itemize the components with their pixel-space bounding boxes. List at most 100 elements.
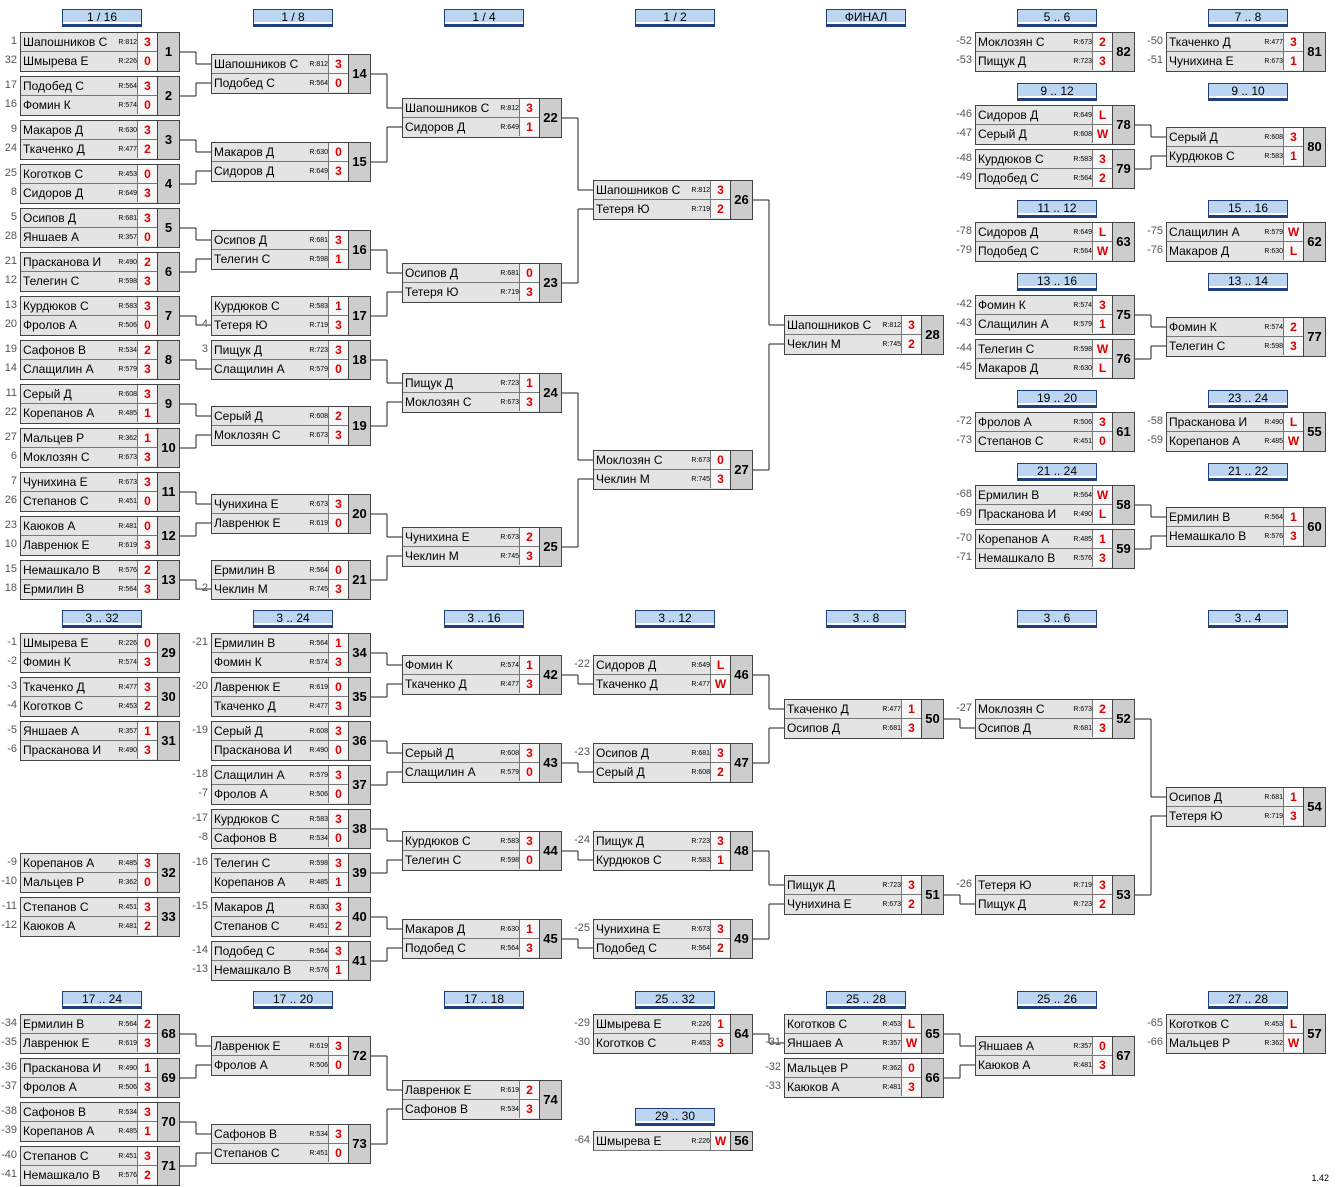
player-row[interactable]: Корепанов АR:4853 (21, 854, 157, 873)
player-row[interactable]: Яншаев АR:3571 (21, 722, 157, 741)
player-row[interactable]: Сафонов ВR:5343 (212, 1125, 348, 1144)
player-row[interactable]: Праскaнова ИR:4901 (21, 1059, 157, 1078)
player-row[interactable]: Телегин СR:5981 (212, 250, 348, 269)
player-row[interactable]: Моклозян СR:6732 (976, 700, 1112, 719)
player-row[interactable]: Лавренюк ЕR:6190 (212, 514, 348, 533)
player-row[interactable]: Серый ДR:6083 (1167, 128, 1303, 147)
match-60[interactable]: Ермилин ВR:5641Немашкало ВR:576360 (1166, 507, 1326, 547)
player-row[interactable]: Пищук ДR:7233 (594, 832, 730, 851)
player-row[interactable]: Шапошников СR:8123 (403, 99, 539, 118)
player-row[interactable]: Слащилин АR:5793 (212, 766, 348, 785)
player-row[interactable]: Ткаченко ДR:4771 (785, 700, 921, 719)
player-row[interactable]: Сидоров ДR:6493 (21, 184, 157, 203)
player-row[interactable]: Немашкало ВR:5762 (21, 561, 157, 580)
match-81[interactable]: Ткаченко ДR:4773Чунихина ЕR:673181 (1166, 32, 1326, 72)
player-row[interactable]: Чеклин МR:7453 (594, 470, 730, 489)
player-row[interactable]: Каюков АR:4813 (976, 1056, 1112, 1075)
match-32[interactable]: Корепанов АR:4853Мальцев РR:362032 (20, 853, 180, 893)
player-row[interactable]: Лавренюк ЕR:6193 (21, 536, 157, 555)
player-row[interactable]: Ермилин ВR:564W (976, 486, 1112, 505)
match-58[interactable]: Ермилин ВR:564WПраскaнова ИR:490L58 (975, 485, 1135, 525)
player-row[interactable]: Корепанов АR:4851 (21, 404, 157, 423)
player-row[interactable]: Фомин КR:5743 (976, 296, 1112, 315)
player-row[interactable]: Праскaнова ИR:4903 (21, 741, 157, 760)
player-row[interactable]: Корепанов АR:4851 (21, 1122, 157, 1141)
player-row[interactable]: Чунихина ЕR:6733 (594, 920, 730, 939)
match-40[interactable]: Макаров ДR:6303Степанов СR:451240 (211, 897, 371, 937)
match-72[interactable]: Лавренюк ЕR:6193Фролов АR:506072 (211, 1036, 371, 1076)
match-44[interactable]: Курдюков СR:5833Телегин СR:598044 (402, 831, 562, 871)
player-row[interactable]: Каюков АR:4810 (21, 517, 157, 536)
player-row[interactable]: Шапошников СR:8123 (594, 181, 730, 200)
match-31[interactable]: Яншаев АR:3571Праскaнова ИR:490331 (20, 721, 180, 761)
player-row[interactable]: Подобед СR:5642 (594, 939, 730, 958)
player-row[interactable]: Ермилин ВR:5643 (21, 580, 157, 599)
player-row[interactable]: Моклозян СR:6733 (403, 393, 539, 412)
match-22[interactable]: Шапошников СR:8123Сидоров ДR:649122 (402, 98, 562, 138)
match-37[interactable]: Слащилин АR:5793Фролов АR:506037 (211, 765, 371, 805)
player-row[interactable]: Осипов ДR:6811 (1167, 788, 1303, 807)
player-row[interactable]: Коготков СR:4532 (21, 697, 157, 716)
player-row[interactable]: Фомин КR:5740 (21, 96, 157, 115)
match-7[interactable]: Курдюков СR:5833Фролов АR:50607 (20, 296, 180, 336)
player-row[interactable]: Пищук ДR:7232 (976, 895, 1112, 914)
player-row[interactable]: Степанов СR:4513 (21, 1147, 157, 1166)
player-row[interactable]: Пищук ДR:7233 (785, 876, 921, 895)
player-row[interactable]: Праскaнова ИR:490L (1167, 413, 1303, 432)
player-row[interactable]: Степанов СR:4510 (212, 1144, 348, 1163)
player-row[interactable]: Коготков СR:4530 (21, 165, 157, 184)
match-3[interactable]: Макаров ДR:6303Ткаченко ДR:47723 (20, 120, 180, 160)
player-row[interactable]: Каюков АR:4812 (21, 917, 157, 936)
match-48[interactable]: Пищук ДR:7233Курдюков СR:583148 (593, 831, 753, 871)
player-row[interactable]: Шмырева ЕR:2260 (21, 634, 157, 653)
match-63[interactable]: Сидоров ДR:649LПодобед СR:564W63 (975, 222, 1135, 262)
player-row[interactable]: Сафонов ВR:5343 (21, 1103, 157, 1122)
player-row[interactable]: Серый ДR:6083 (21, 385, 157, 404)
match-53[interactable]: Тетеря ЮR:7193Пищук ДR:723253 (975, 875, 1135, 915)
match-29[interactable]: Шмырева ЕR:2260Фомин КR:574329 (20, 633, 180, 673)
player-row[interactable]: Фролов АR:5060 (21, 316, 157, 335)
player-row[interactable]: Ермилин ВR:5641 (212, 634, 348, 653)
player-row[interactable]: Слащилин АR:5790 (403, 763, 539, 782)
player-row[interactable]: Фролов АR:5063 (976, 413, 1112, 432)
match-10[interactable]: Мальцев РR:3621Моклозян СR:673310 (20, 428, 180, 468)
player-row[interactable]: Яншаев АR:3570 (976, 1037, 1112, 1056)
player-row[interactable]: Сафонов ВR:5342 (21, 341, 157, 360)
match-68[interactable]: Ермилин ВR:5642Лавренюк ЕR:619368 (20, 1014, 180, 1054)
match-41[interactable]: Подобед СR:5643Немашкало ВR:576141 (211, 941, 371, 981)
match-50[interactable]: Ткаченко ДR:4771Осипов ДR:681350 (784, 699, 944, 739)
player-row[interactable]: Моклозян СR:6732 (976, 33, 1112, 52)
player-row[interactable]: Шапошников СR:8123 (212, 55, 348, 74)
player-row[interactable]: Осипов ДR:6810 (403, 264, 539, 283)
player-row[interactable]: Чеклин МR:7452 (785, 335, 921, 354)
player-row[interactable]: Слащилин АR:5793 (21, 360, 157, 379)
match-80[interactable]: Серый ДR:6083Курдюков СR:583180 (1166, 127, 1326, 167)
player-row[interactable]: Чунихина ЕR:6731 (1167, 52, 1303, 71)
player-row[interactable]: Немашкало ВR:5763 (1167, 527, 1303, 546)
player-row[interactable]: Степанов СR:4513 (21, 898, 157, 917)
match-33[interactable]: Степанов СR:4513Каюков АR:481233 (20, 897, 180, 937)
player-row[interactable]: Серый ДR:6082 (594, 763, 730, 782)
match-27[interactable]: Моклозян СR:6730Чеклин МR:745327 (593, 450, 753, 490)
player-row[interactable]: Праскaнова ИR:4900 (212, 741, 348, 760)
player-row[interactable]: Тетеря ЮR:7192 (594, 200, 730, 219)
player-row[interactable]: Пищук ДR:7233 (212, 341, 348, 360)
player-row[interactable]: Подобед СR:5640 (212, 74, 348, 93)
match-18[interactable]: Пищук ДR:7233Слащилин АR:579018 (211, 340, 371, 380)
player-row[interactable]: Слащилин АR:5791 (976, 315, 1112, 334)
player-row[interactable]: Коготков СR:453L (785, 1015, 921, 1034)
player-row[interactable]: Осипов ДR:6813 (785, 719, 921, 738)
player-row[interactable]: Немашкало ВR:5763 (976, 549, 1112, 568)
player-row[interactable]: Мальцев РR:362W (1167, 1034, 1303, 1053)
match-55[interactable]: Праскaнова ИR:490LКорепанов АR:485W55 (1166, 412, 1326, 452)
player-row[interactable]: Шмырева ЕR:2260 (21, 52, 157, 71)
match-17[interactable]: Курдюков СR:5831Тетеря ЮR:719317 (211, 296, 371, 336)
match-19[interactable]: Серый ДR:6082Моклозян СR:673319 (211, 406, 371, 446)
player-row[interactable]: Телегин СR:5983 (1167, 337, 1303, 356)
match-30[interactable]: Ткаченко ДR:4773Коготков СR:453230 (20, 677, 180, 717)
match-9[interactable]: Серый ДR:6083Корепанов АR:48519 (20, 384, 180, 424)
player-row[interactable]: Сафонов ВR:5340 (212, 829, 348, 848)
match-59[interactable]: Корепанов АR:4851Немашкало ВR:576359 (975, 529, 1135, 569)
player-row[interactable]: Ермилин ВR:5640 (212, 561, 348, 580)
match-73[interactable]: Сафонов ВR:5343Степанов СR:451073 (211, 1124, 371, 1164)
